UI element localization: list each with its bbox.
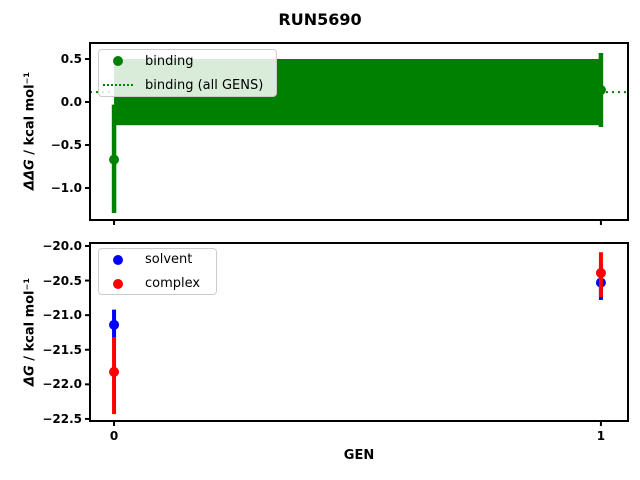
complex-data-point <box>109 366 120 377</box>
legend-marker-cell <box>103 278 133 289</box>
y-tick-label: −0.5 <box>50 138 82 152</box>
y-axis-label-ddg-math: ΔΔG <box>22 159 38 191</box>
x-tick-label: 0 <box>109 429 119 443</box>
legend-solvent-complex: solvent complex <box>98 248 217 295</box>
legend-item-binding-all-gens: binding (all GENS) <box>99 76 276 95</box>
solvent-data-point <box>109 319 120 330</box>
complex-data-point <box>595 267 606 278</box>
axes-spines <box>89 42 629 221</box>
y-tick-label: 0.0 <box>60 95 82 109</box>
binding-data-point <box>109 154 120 165</box>
y-tick-label: −20.5 <box>42 273 82 288</box>
binding-data-point <box>595 84 606 95</box>
binding-dot-icon <box>113 56 123 66</box>
y-axis-label-dg-units: / kcal mol⁻¹ <box>22 277 38 366</box>
x-tick-label: 1 <box>596 429 606 443</box>
x-axis-label: GEN <box>343 448 375 463</box>
legend-label-solvent: solvent <box>145 252 193 267</box>
legend-marker-cell <box>103 84 133 86</box>
complex-dot-icon <box>113 278 123 289</box>
legend-item-solvent: solvent <box>99 250 216 269</box>
y-tick-label: −21.0 <box>42 308 82 323</box>
y-tick-label: −22.0 <box>42 377 82 392</box>
legend-marker-cell <box>103 56 133 66</box>
y-tick-label: −22.5 <box>42 411 82 426</box>
legend-binding: binding binding (all GENS) <box>98 49 277 97</box>
figure-title: RUN5690 <box>278 10 362 29</box>
y-tick-label: −1.0 <box>50 181 82 195</box>
legend-item-complex: complex <box>99 274 216 293</box>
y-axis-label-ddg: ΔΔG / kcal mol⁻¹ <box>23 72 38 190</box>
legend-label-complex: complex <box>145 276 201 291</box>
axes-spines <box>89 242 629 422</box>
y-tick-label: −21.5 <box>42 342 82 357</box>
legend-label-binding: binding <box>145 53 194 69</box>
legend-label-binding-all-gens: binding (all GENS) <box>145 77 264 93</box>
legend-marker-cell <box>103 254 133 265</box>
solvent-dot-icon <box>113 254 123 265</box>
y-axis-label-dg: ΔG / kcal mol⁻¹ <box>23 278 38 386</box>
binding-all-gens-dotted-line-icon <box>103 84 133 86</box>
y-tick-label: 0.5 <box>60 51 82 66</box>
y-axis-label-ddg-units: / kcal mol⁻¹ <box>22 71 38 160</box>
legend-item-binding: binding <box>99 52 276 71</box>
y-tick-label: −20.0 <box>42 238 82 253</box>
y-axis-label-dg-math: ΔG <box>22 365 38 387</box>
